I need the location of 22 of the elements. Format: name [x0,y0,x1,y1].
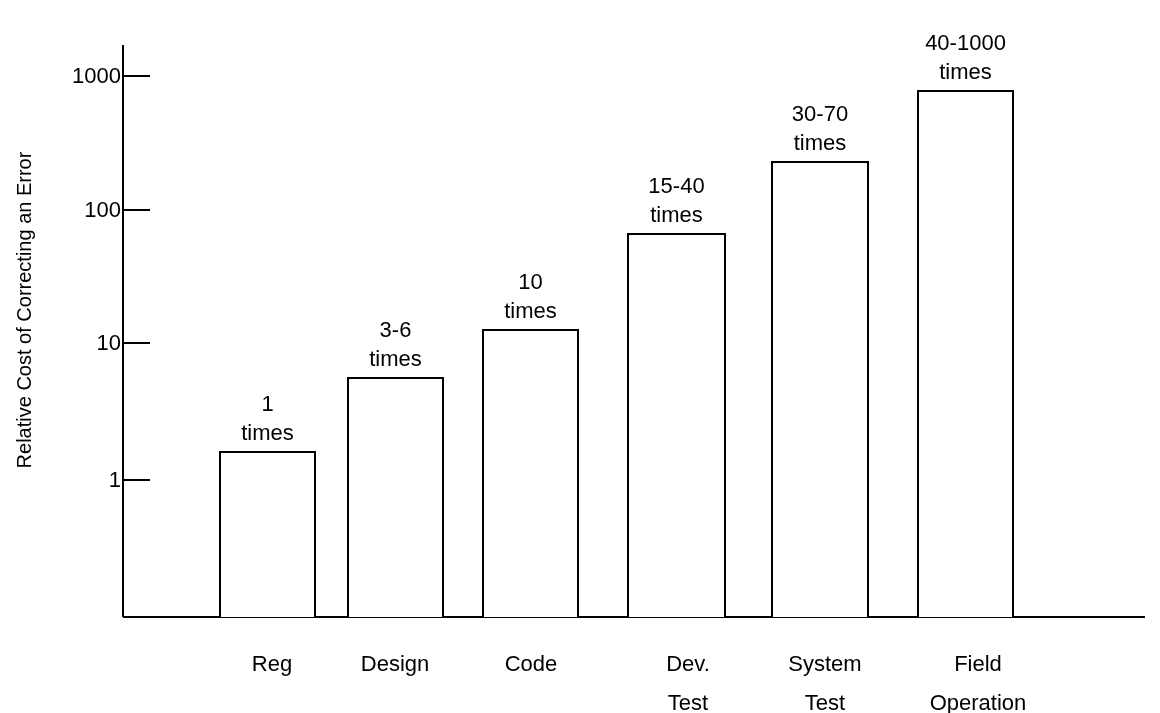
tick-label: 10 [96,332,121,354]
bar [219,451,316,617]
bar-annotation: 10 times [504,267,557,325]
category-label: Dev. Test [666,650,710,713]
bar-annotation: 30-70 times [791,99,849,157]
bar [627,233,726,617]
bar [771,161,869,617]
category-label: Code [504,650,558,678]
axis-title: Relative Cost of Correcting an Error [14,151,34,469]
tick-label: 100 [84,199,121,221]
bar [347,377,444,617]
bar-annotation: 40-1000 times [925,28,1006,86]
bar [482,329,579,617]
bar-annotation: 1 times [241,389,294,447]
category-label: Reg [251,650,293,678]
bar [917,90,1014,617]
bar-annotation: 15-40 times [648,171,705,229]
category-label: Design [360,650,430,678]
bar-annotation: 3-6 times [369,315,422,373]
tick-label: 1 [108,469,121,491]
category-label: System Test [788,650,862,713]
tick-label: 1000 [72,65,121,87]
